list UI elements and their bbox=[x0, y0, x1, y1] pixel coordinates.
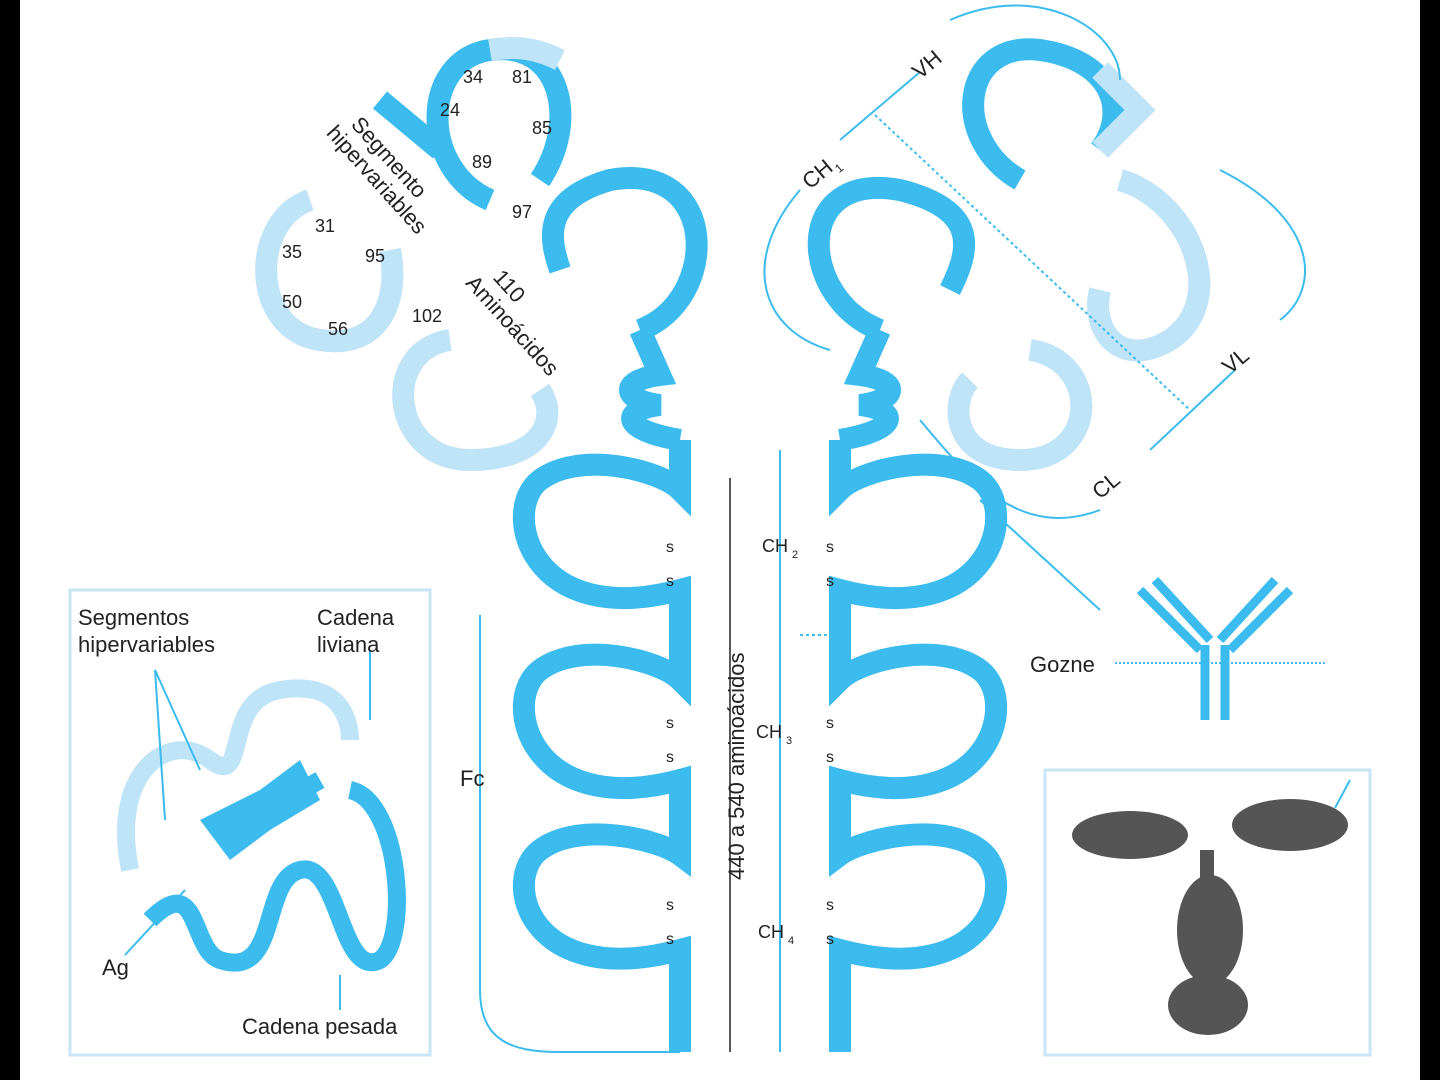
inset-ag-label: Ag bbox=[102, 955, 129, 980]
left-label-band bbox=[330, 110, 600, 395]
ss-s: s bbox=[666, 931, 674, 948]
aa-range-text: 440 a 540 aminoácidos bbox=[724, 653, 749, 881]
cl-text: CL bbox=[1087, 467, 1125, 504]
annotation-lines bbox=[479, 4, 1306, 1053]
inset-right-molecular-image bbox=[1043, 768, 1372, 1057]
ch-domain-labels: CH 2 CH 3 CH 4 bbox=[756, 536, 798, 947]
ss-s: s bbox=[826, 573, 834, 590]
residue-number: 81 bbox=[512, 67, 532, 87]
antibody-structure-diagram: s s s s s s s s s s s s 34 81 24 85 89 9… bbox=[20, 0, 1420, 1080]
inset-cadena-liviana-line-2: liviana bbox=[317, 632, 380, 657]
residue-number: 102 bbox=[412, 306, 442, 326]
ss-s: s bbox=[826, 539, 834, 556]
ss-s: s bbox=[666, 539, 674, 556]
ch1-curve bbox=[763, 189, 831, 351]
heavy-v-domain-right bbox=[962, 38, 1156, 190]
ss-s: s bbox=[826, 749, 834, 766]
ss-s: s bbox=[826, 931, 834, 948]
ch2-sub: 2 bbox=[792, 549, 798, 561]
ch2-text: CH bbox=[762, 536, 788, 556]
residue-number: 31 bbox=[315, 216, 335, 236]
aa-range-label: 440 a 540 aminoácidos bbox=[724, 653, 749, 881]
ch3-text: CH bbox=[756, 722, 782, 742]
inset-segmentos-line-1: Segmentos bbox=[78, 605, 189, 630]
dotted-divider-right bbox=[874, 114, 1191, 411]
fc-label: Fc bbox=[460, 766, 484, 791]
residue-number: 97 bbox=[512, 202, 532, 222]
ss-s: s bbox=[666, 573, 674, 590]
vl-text: VL bbox=[1217, 342, 1254, 378]
light-chain-left bbox=[255, 189, 559, 472]
vl-curve bbox=[1219, 169, 1306, 321]
vh-curve bbox=[949, 4, 1121, 81]
residue-number: 34 bbox=[463, 67, 483, 87]
light-chain-right bbox=[947, 169, 1211, 472]
ch1-text: CH bbox=[797, 154, 837, 194]
residue-number: 89 bbox=[472, 152, 492, 172]
ss-s: s bbox=[826, 715, 834, 732]
residue-number: 24 bbox=[440, 100, 460, 120]
ss-s: s bbox=[666, 749, 674, 766]
ss-s: s bbox=[666, 897, 674, 914]
fc-bracket bbox=[479, 615, 680, 1053]
heavy-chain-right bbox=[807, 177, 1008, 1052]
inset-cadena-liviana-line-1: Cadena bbox=[317, 605, 395, 630]
residue-number: 56 bbox=[328, 319, 348, 339]
cl-curve bbox=[919, 419, 1101, 519]
ch4-text: CH bbox=[758, 922, 784, 942]
vl-label: VL bbox=[1217, 342, 1254, 378]
inset-segmentos-line-2: hipervariables bbox=[78, 632, 215, 657]
heavy-v-domain-left bbox=[372, 37, 572, 211]
residue-number: 35 bbox=[282, 242, 302, 262]
inset-left-box: Segmentos hipervariables Cadena liviana … bbox=[68, 588, 432, 1057]
cl-label: CL bbox=[1087, 467, 1125, 504]
residue-number: 50 bbox=[282, 292, 302, 312]
heavy-chain-left bbox=[512, 167, 708, 1052]
vl-cl-arrow-line bbox=[1149, 369, 1236, 451]
ch3-sub: 3 bbox=[786, 735, 792, 747]
inset-cadena-pesada-label: Cadena pesada bbox=[242, 1014, 398, 1039]
gozne-label: Gozne bbox=[1030, 652, 1095, 677]
ss-s: s bbox=[826, 897, 834, 914]
vh-ch1-arrow-line bbox=[839, 71, 921, 141]
ch4-sub: 4 bbox=[788, 935, 794, 947]
ss-s: s bbox=[666, 715, 674, 732]
residue-numbers: 34 81 24 85 89 97 31 35 95 50 56 102 bbox=[282, 67, 552, 339]
antibody-svg: s s s s s s s s s s s s 34 81 24 85 89 9… bbox=[68, 4, 1372, 1057]
mini-antibody-icon bbox=[1115, 576, 1325, 720]
disulfide-bonds: s s s s s s s s s s s s bbox=[666, 539, 834, 948]
residue-number: 95 bbox=[365, 246, 385, 266]
residue-number: 85 bbox=[532, 118, 552, 138]
gozne-pointer bbox=[979, 499, 1101, 611]
